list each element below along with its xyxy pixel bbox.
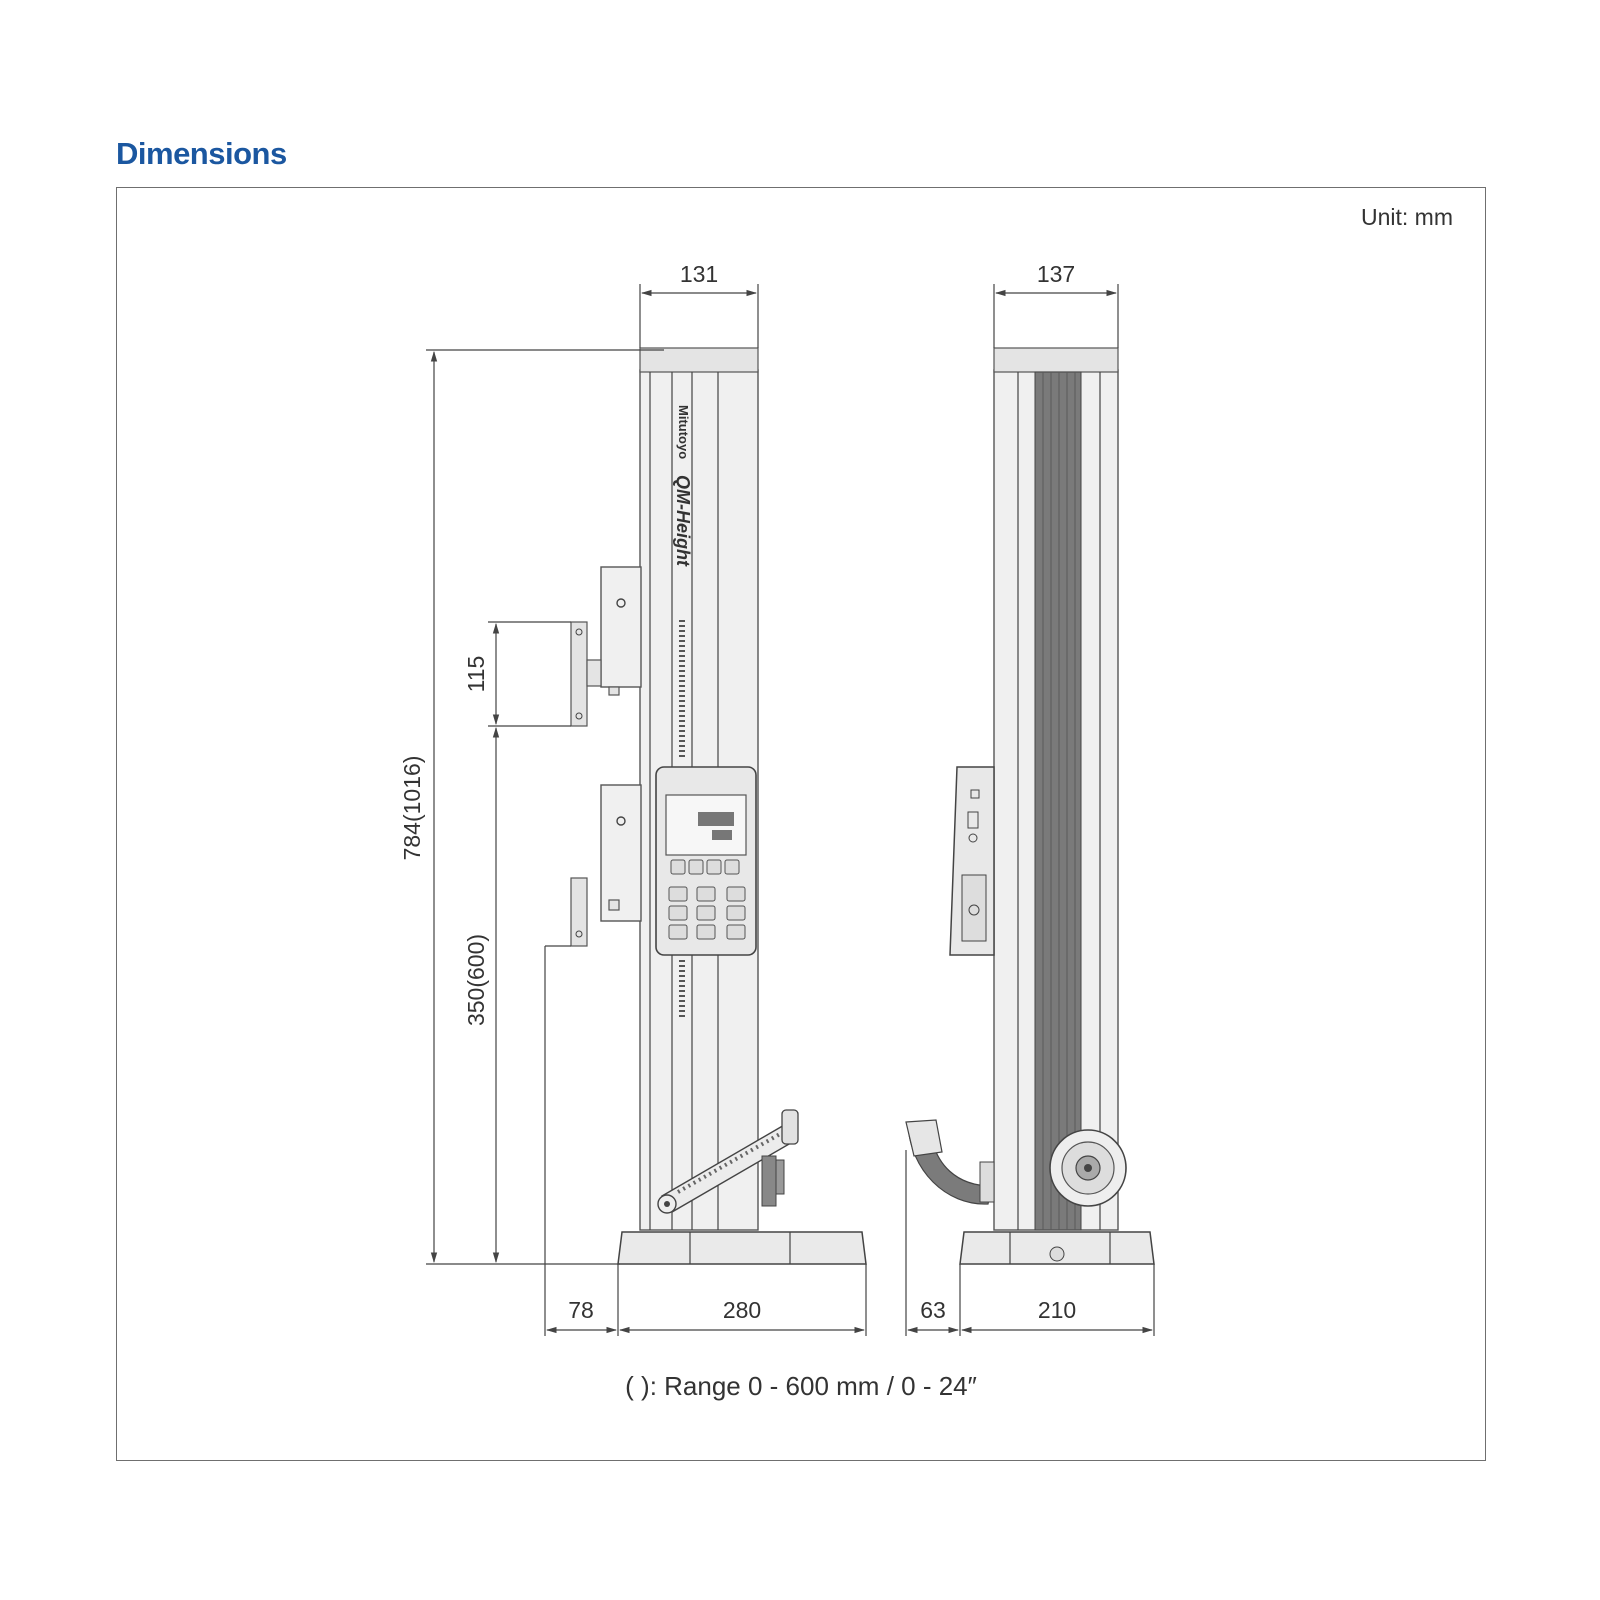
dim-lower-height: 350(600)	[463, 934, 489, 1026]
model-label: QM-Height	[673, 475, 693, 567]
dim-bracket-spacing: 115	[463, 656, 489, 693]
side-column-cap	[993, 347, 1119, 373]
dim-base-overhang-front: 78	[568, 1297, 594, 1323]
dimension-lines	[426, 284, 1155, 1336]
dim-total-height: 784(1016)	[399, 756, 425, 861]
dim-base-length-side: 210	[1038, 1297, 1076, 1323]
upper-bracket	[570, 621, 588, 727]
dim-front-width: 131	[680, 261, 718, 287]
column-bellows	[1034, 371, 1082, 1231]
lower-probe-holder	[600, 784, 642, 922]
page-title: Dimensions	[116, 136, 287, 171]
dim-base-overhang-side: 63	[920, 1297, 946, 1323]
dim-side-width: 137	[1037, 261, 1075, 287]
upper-probe-holder	[600, 566, 642, 688]
front-view: Mitutoyo QM-Height	[545, 347, 867, 1265]
side-view	[905, 347, 1155, 1265]
side-handwheel	[1049, 1129, 1127, 1207]
lower-bracket	[570, 877, 588, 947]
range-note: ( ): Range 0 - 600 mm / 0 - 24″	[625, 1371, 977, 1401]
front-crank-handle	[657, 1109, 799, 1214]
front-base	[617, 1231, 867, 1265]
front-column-cap	[639, 347, 759, 373]
drawing-frame: Unit: mm ( ): Range 0 - 600 mm / 0 - 24″	[116, 187, 1486, 1461]
dim-base-length-front: 280	[723, 1297, 761, 1323]
brand-label: Mitutoyo	[676, 405, 691, 459]
unit-label: Unit: mm	[1361, 204, 1453, 230]
keypad	[668, 859, 746, 940]
